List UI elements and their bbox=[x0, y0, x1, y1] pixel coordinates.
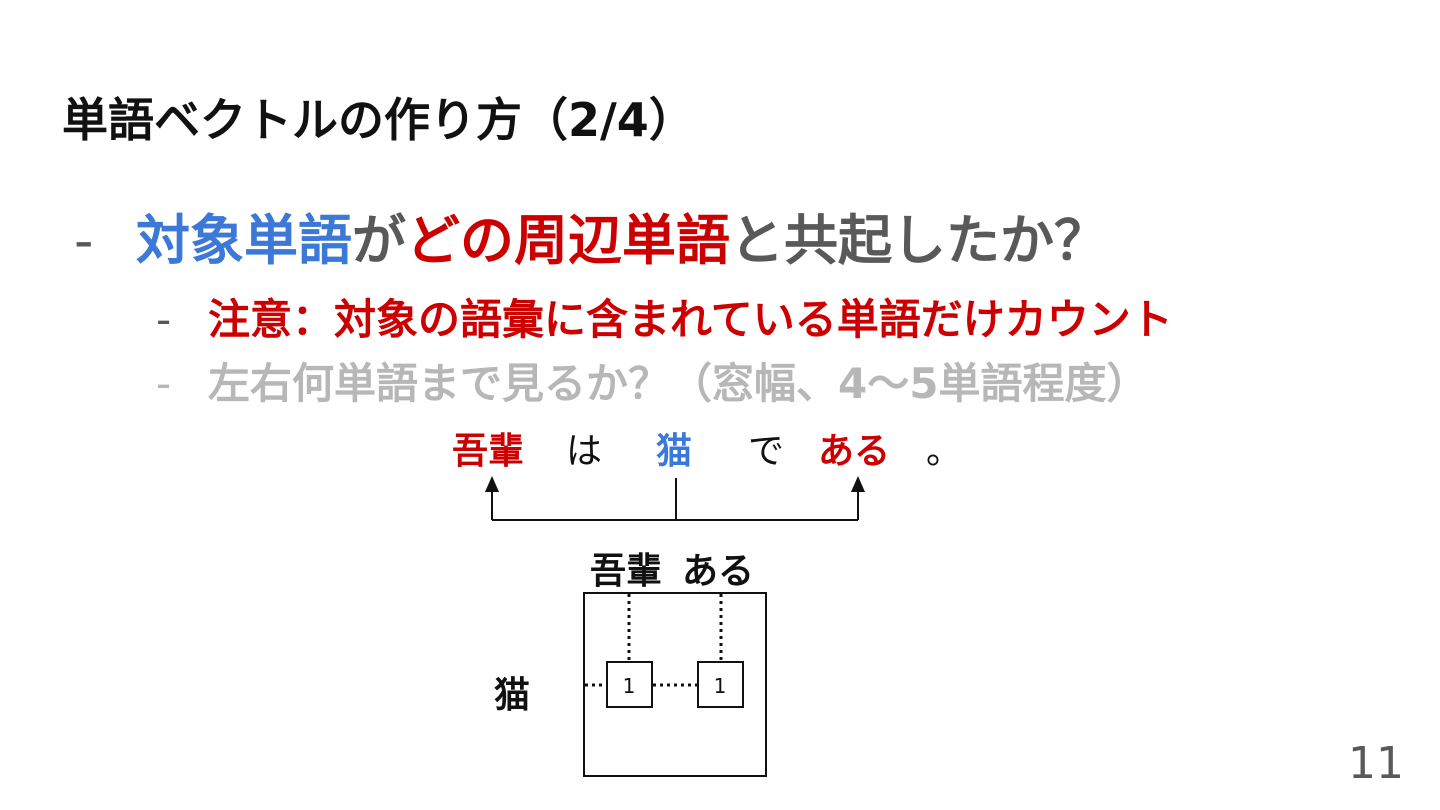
bullet-dash: - bbox=[156, 295, 172, 344]
sentence-word-wagahai: 吾輩 bbox=[452, 431, 525, 472]
matrix-cell-2-value: 1 bbox=[714, 674, 727, 698]
bullet1-particle: が bbox=[352, 209, 406, 272]
matrix-cell-2 bbox=[697, 661, 744, 708]
sentence-word-aru: ある bbox=[818, 431, 891, 472]
matrix-cell-1-value: 1 bbox=[623, 674, 636, 698]
bullet1-ending: と共起したか？ bbox=[730, 209, 1108, 272]
matrix-cell-1 bbox=[606, 661, 653, 708]
slide-title: 単語ベクトルの作り方（2/4） bbox=[62, 93, 695, 147]
bullet-cooccurrence: -対象単語がどの周辺単語と共起したか？ bbox=[74, 196, 1108, 275]
target-word-phrase: 対象単語 bbox=[136, 209, 352, 272]
sentence-word-neko: 猫 bbox=[656, 431, 693, 472]
bullet-dash: - bbox=[74, 209, 94, 272]
sentence-period: 。 bbox=[926, 431, 963, 472]
window-size-text: 左右何単語まで見るか？（窓幅、4〜5単語程度） bbox=[208, 359, 1149, 408]
page-number: 11 bbox=[1348, 738, 1404, 789]
sentence-word-de: で bbox=[748, 431, 785, 472]
context-word-phrase: どの周辺単語 bbox=[406, 209, 730, 272]
bullet-dash: - bbox=[156, 359, 172, 408]
bullet-vocab-note: -注意：対象の語彙に含まれている単語だけカウント bbox=[156, 286, 1173, 347]
sentence-word-ha: は bbox=[566, 431, 603, 472]
arrowhead-left bbox=[485, 476, 499, 492]
arrowhead-right bbox=[851, 476, 865, 492]
bullet-window-size: -左右何単語まで見るか？（窓幅、4〜5単語程度） bbox=[156, 350, 1148, 411]
cooccurrence-matrix-box bbox=[583, 592, 767, 777]
matrix-col-label-wagahai: 吾輩 bbox=[590, 551, 663, 592]
matrix-row-label-neko: 猫 bbox=[494, 675, 531, 716]
vocab-note-text: 注意：対象の語彙に含まれている単語だけカウント bbox=[208, 295, 1173, 344]
matrix-col-label-aru: ある bbox=[682, 551, 755, 592]
